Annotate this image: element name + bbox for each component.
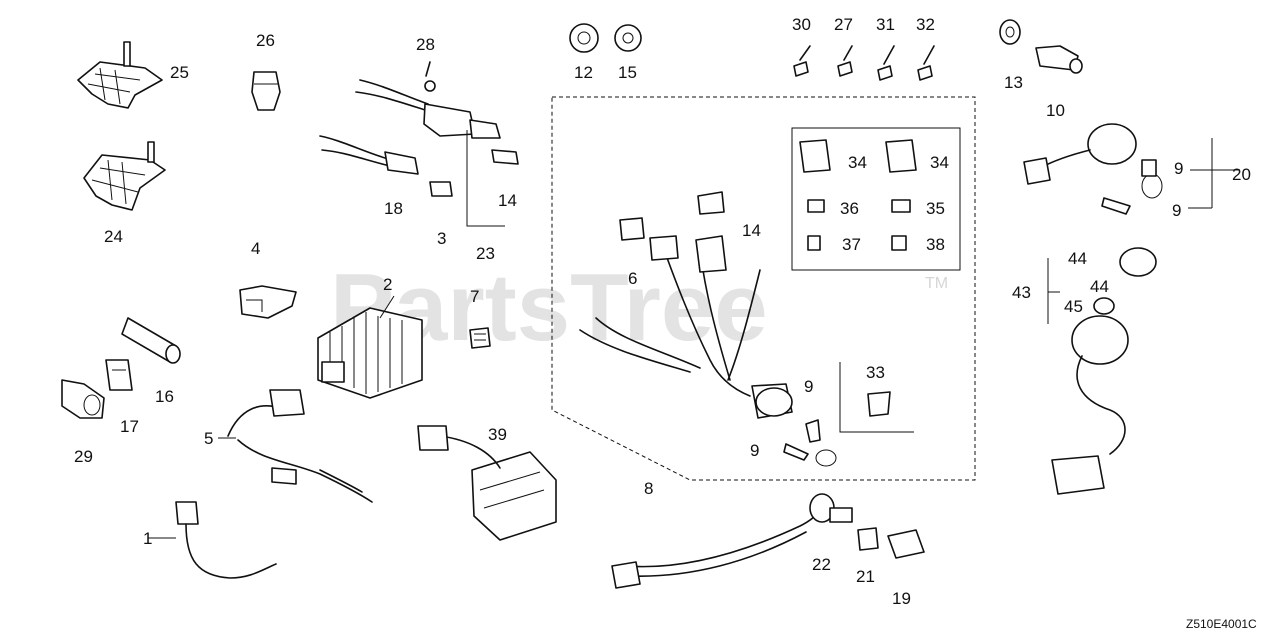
bracket-43 [1047, 258, 1060, 324]
callout-44-top: 44 [1068, 249, 1087, 268]
bracket-23 [466, 130, 505, 227]
callout-16: 16 [155, 387, 174, 406]
callout-21: 21 [856, 567, 875, 586]
part-19-connector [887, 529, 925, 559]
callout-30: 30 [792, 15, 811, 34]
part-15-grommet [614, 24, 642, 52]
part-21-connector [857, 527, 879, 551]
bracket-20 [1188, 138, 1240, 209]
part-4-bracket [239, 285, 297, 319]
callout-39: 39 [488, 425, 507, 444]
callout-26: 26 [256, 31, 275, 50]
callout-6: 6 [628, 269, 637, 288]
callout-23: 23 [476, 244, 495, 263]
callout-19: 19 [892, 589, 911, 608]
callout-14-frame: 14 [742, 221, 761, 240]
callout-44-mid: 44 [1090, 277, 1109, 296]
callout-17: 17 [120, 417, 139, 436]
part-26-cap [251, 71, 281, 111]
callout-34-right: 34 [930, 153, 949, 172]
part-28-screw [424, 61, 436, 92]
part-38-terminal [891, 235, 907, 251]
callout-9-inner-top: 9 [804, 377, 813, 396]
callout-9-inner-bottom: 9 [750, 441, 759, 460]
callout-13: 13 [1004, 73, 1023, 92]
callout-3: 3 [437, 229, 446, 248]
part-34-connector-left [799, 139, 831, 173]
part-16-sleeve [121, 317, 181, 364]
part-36-seal [807, 199, 825, 213]
connector-kit-box [791, 127, 961, 271]
part-29-grommet [61, 379, 105, 419]
callout-32: 32 [916, 15, 935, 34]
callout-9-upper: 9 [1174, 159, 1183, 178]
callout-1: 1 [143, 529, 152, 548]
callout-4: 4 [251, 239, 260, 258]
callout-22: 22 [812, 555, 831, 574]
part-22-harness [611, 493, 853, 589]
callout-8: 8 [644, 479, 653, 498]
callout-5: 5 [204, 429, 213, 448]
callout-7: 7 [470, 287, 479, 306]
assembly-8-frame [551, 96, 976, 481]
lead-2 [379, 295, 395, 319]
watermark-trademark: TM [925, 275, 948, 292]
part-37-terminal [807, 235, 821, 251]
part-7-connector [469, 327, 491, 349]
part-1-sensor [175, 501, 277, 579]
callout-27: 27 [834, 15, 853, 34]
callout-2: 2 [383, 275, 392, 294]
part-17-clip [105, 359, 133, 391]
callout-15: 15 [618, 63, 637, 82]
part-12-grommet [569, 23, 599, 53]
part-31-bolt [877, 45, 895, 81]
part-2-regulator-rectifier [317, 307, 423, 399]
part-35-seal [891, 199, 911, 213]
callout-14-top: 14 [498, 191, 517, 210]
callout-10: 10 [1046, 101, 1065, 120]
part-30-bolt [793, 45, 811, 77]
callout-29: 29 [74, 447, 93, 466]
callout-37: 37 [842, 235, 861, 254]
callout-31: 31 [876, 15, 895, 34]
callout-36: 36 [840, 199, 859, 218]
callout-28: 28 [416, 35, 435, 54]
part-9-pin-inner [783, 419, 837, 467]
part-39-control-unit [417, 425, 557, 541]
part-24-engine-mount [83, 141, 166, 211]
callout-38: 38 [926, 235, 945, 254]
callout-25: 25 [170, 63, 189, 82]
callout-18: 18 [384, 199, 403, 218]
part-43-ignition-assembly [1051, 247, 1157, 495]
callout-12: 12 [574, 63, 593, 82]
part-25-engine-mount [77, 41, 163, 109]
bracket-33 [839, 362, 914, 433]
callout-43: 43 [1012, 283, 1031, 302]
part-13-switch [1035, 45, 1083, 74]
part-34-connector-right [885, 139, 917, 173]
part-33-connector [867, 391, 891, 417]
callout-34-left: 34 [848, 153, 867, 172]
callout-9-lower: 9 [1172, 201, 1181, 220]
callout-33: 33 [866, 363, 885, 382]
diagram-code: Z510E4001C [1186, 617, 1257, 631]
callout-45: 45 [1064, 297, 1083, 316]
part-27-bolt [837, 45, 853, 77]
callout-24: 24 [104, 227, 123, 246]
part-8-main-harness [579, 191, 793, 419]
part-18-harness [319, 79, 519, 197]
part-10-switch-assembly [1023, 123, 1163, 215]
callout-35: 35 [926, 199, 945, 218]
part-13-washer [999, 19, 1021, 45]
callout-20: 20 [1232, 165, 1251, 184]
part-32-bolt [917, 45, 935, 81]
part-5-sub-harness [227, 389, 373, 503]
